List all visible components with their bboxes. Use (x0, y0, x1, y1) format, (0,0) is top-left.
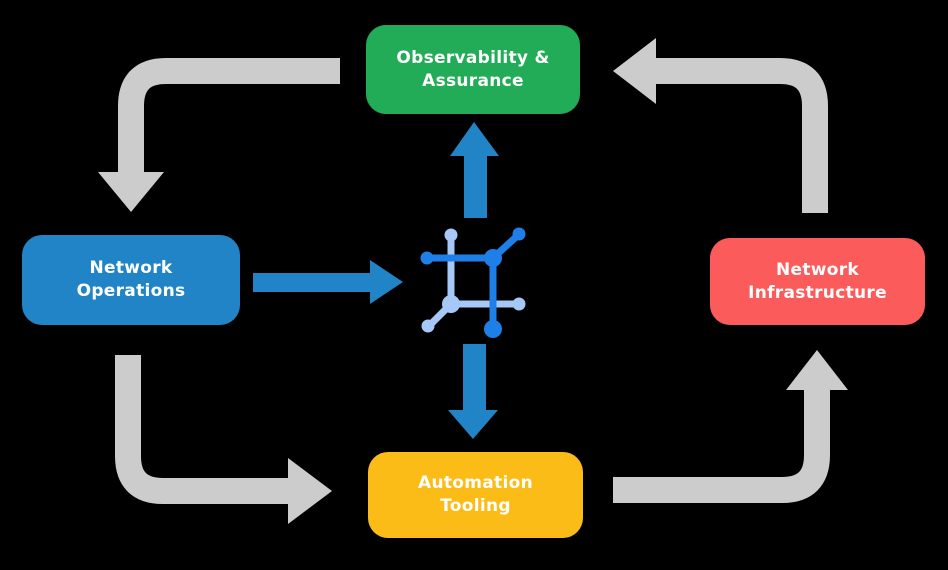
gray-arrow-observability-to-operations-shaft (118, 58, 340, 174)
gray-arrow-infrastructure-to-observability-head (613, 38, 656, 104)
gray-arrow-infrastructure-to-observability (613, 38, 828, 213)
node-automation-tooling: Automation Tooling (368, 452, 583, 538)
blue-arrow-center-to-observability-shaft (464, 152, 487, 218)
icon-top-node (444, 228, 458, 242)
gray-arrow-operations-to-automation-head (288, 458, 332, 524)
icon-topright-node (512, 227, 526, 241)
blue-arrow-operations-to-center (253, 260, 403, 304)
icon-left-node (420, 251, 434, 265)
icon-bottomleft-node (421, 319, 435, 333)
gray-arrow-observability-to-operations-head (98, 172, 164, 212)
node-network-infrastructure-label: Network Infrastructure (748, 259, 887, 303)
blue-arrow-center-to-automation-shaft (463, 344, 486, 412)
gray-arrow-automation-to-infrastructure-shaft (613, 388, 830, 503)
icon-topright-corner-node (484, 249, 502, 267)
icon-bottom-node (484, 320, 502, 338)
icon-right-node (512, 297, 526, 311)
gray-arrow-observability-to-operations (98, 58, 340, 212)
blue-arrow-center-to-automation (448, 344, 498, 439)
network-automation-icon (420, 227, 526, 338)
gray-arrow-automation-to-infrastructure (613, 350, 848, 503)
icon-bottomleft-corner-node (442, 295, 460, 313)
gray-arrow-infrastructure-to-observability-shaft (654, 58, 828, 213)
node-network-infrastructure: Network Infrastructure (710, 238, 925, 325)
blue-arrow-operations-to-center-shaft (253, 273, 371, 292)
network-automation-icon-light (421, 228, 526, 333)
gray-arrow-operations-to-automation (115, 355, 332, 524)
node-network-operations: Network Operations (22, 235, 240, 325)
gray-arrow-operations-to-automation-shaft (115, 355, 290, 504)
blue-arrow-operations-to-center-head (370, 260, 403, 304)
blue-arrow-center-to-observability-head (450, 122, 499, 156)
node-observability-assurance: Observability & Assurance (366, 25, 580, 114)
node-network-operations-label: Network Operations (76, 258, 186, 301)
node-observability-assurance-label: Observability & Assurance (396, 47, 550, 91)
blue-arrow-center-to-observability (450, 122, 499, 218)
blue-arrow-center-to-automation-head (448, 410, 498, 439)
node-automation-tooling-label: Automation Tooling (418, 473, 533, 516)
network-automation-icon-dark (420, 227, 526, 338)
gray-arrow-automation-to-infrastructure-head (786, 350, 848, 390)
